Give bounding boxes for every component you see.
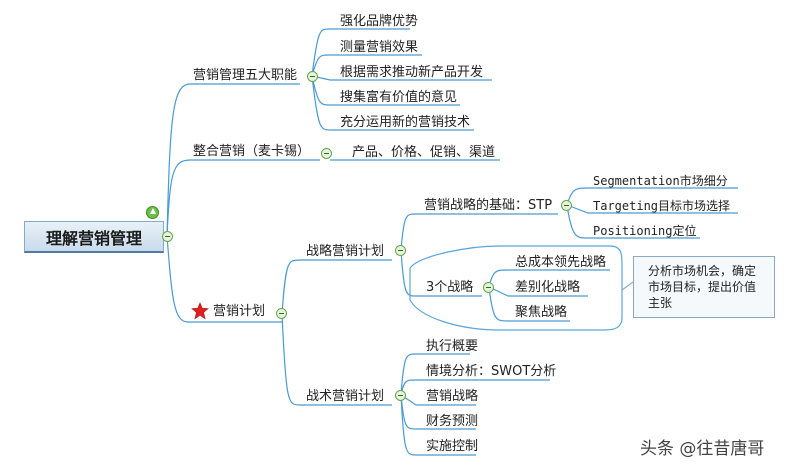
collapse-toggle-root[interactable] <box>162 231 173 242</box>
collapse-toggle-strategic[interactable] <box>395 245 406 256</box>
topic-function-4[interactable]: 搜集富有价值的意见 <box>340 90 458 105</box>
topic-executive-summary[interactable]: 执行概要 <box>426 339 479 354</box>
topic-positioning[interactable]: Positioning定位 <box>593 224 697 238</box>
topic-marketing-strategy[interactable]: 营销战略 <box>426 389 479 404</box>
topic-functions[interactable]: 营销管理五大职能 <box>193 68 298 83</box>
topic-4p[interactable]: 产品、价格、促销、渠道 <box>352 145 496 160</box>
topic-integrated[interactable]: 整合营销（麦卡锡） <box>193 144 311 159</box>
watermark: 头条 @往昔唐哥 <box>640 439 765 459</box>
topic-segmentation[interactable]: Segmentation市场细分 <box>593 174 728 188</box>
topic-stp[interactable]: 营销战略的基础：STP <box>424 198 553 213</box>
topic-function-5[interactable]: 充分运用新的营销技术 <box>340 115 471 130</box>
topic-strategic-plan[interactable]: 战略营销计划 <box>306 244 385 259</box>
collapse-toggle-integrated[interactable] <box>321 148 332 159</box>
collapse-toggle-functions[interactable] <box>307 71 318 82</box>
topic-swot[interactable]: 情境分析：SWOT分析 <box>426 364 557 379</box>
topic-implementation-control[interactable]: 实施控制 <box>426 439 479 454</box>
root-topic[interactable]: 理解营销管理 <box>24 221 164 253</box>
topic-focus[interactable]: 聚焦战略 <box>515 305 568 320</box>
topic-plan[interactable]: 营销计划 <box>213 304 266 319</box>
star-icon <box>191 302 209 320</box>
topic-function-1[interactable]: 强化品牌优势 <box>340 14 419 29</box>
collapse-toggle-plan[interactable] <box>276 308 287 319</box>
collapse-toggle-tactical[interactable] <box>395 390 406 401</box>
up-arrow-icon[interactable] <box>146 206 159 219</box>
collapse-toggle-stp[interactable] <box>561 200 572 211</box>
topic-cost-leadership[interactable]: 总成本领先战略 <box>515 255 607 270</box>
callout-note[interactable]: 分析市场机会，确定市场目标，提出价值主张 <box>633 256 775 318</box>
topic-function-3[interactable]: 根据需求推动新产品开发 <box>340 65 484 80</box>
topic-differentiation[interactable]: 差别化战略 <box>515 280 581 295</box>
topic-function-2[interactable]: 测量营销效果 <box>340 40 419 55</box>
topic-financial-forecast[interactable]: 财务预测 <box>426 414 479 429</box>
topic-tactical-plan[interactable]: 战术营销计划 <box>306 389 385 404</box>
collapse-toggle-three[interactable] <box>483 282 494 293</box>
topic-targeting[interactable]: Targeting目标市场选择 <box>593 199 731 213</box>
topic-three-strategies[interactable]: 3个战略 <box>426 280 474 295</box>
